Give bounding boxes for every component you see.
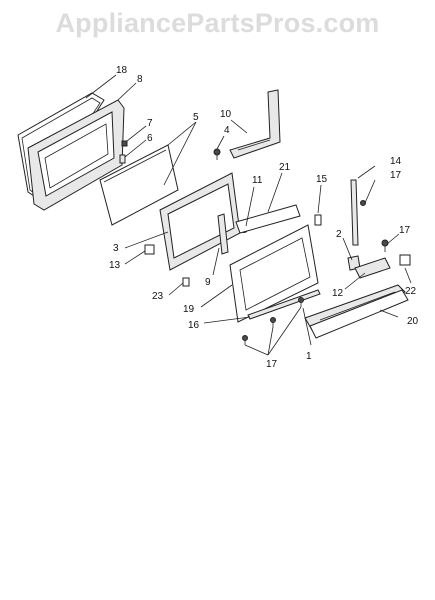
- part-17-screw-bottom-mid[interactable]: [270, 317, 276, 328]
- part-5-door-glass[interactable]: [99, 144, 179, 226]
- callout-11: 11: [252, 175, 263, 186]
- part-23-clip[interactable]: [182, 277, 190, 287]
- part-14-handle-rod[interactable]: [350, 179, 359, 246]
- part-20-door-handle[interactable]: [304, 284, 409, 339]
- callout-9: 9: [205, 277, 211, 288]
- callout-1: 1: [306, 351, 312, 362]
- callout-15: 15: [316, 174, 328, 185]
- callout-21: 21: [279, 162, 291, 173]
- callout-17-upper: 17: [390, 170, 402, 181]
- callout-5: 5: [193, 112, 199, 123]
- callout-16: 16: [188, 320, 200, 331]
- part-13-label[interactable]: [144, 244, 155, 255]
- leader-lines: [85, 74, 412, 356]
- callout-22: 22: [405, 286, 417, 297]
- part-21-insulation-panel[interactable]: [235, 204, 301, 234]
- callout-14: 14: [390, 156, 402, 167]
- callout-4: 4: [224, 125, 230, 136]
- callout-12: 12: [332, 288, 344, 299]
- part-12-handle-mount[interactable]: [354, 257, 391, 279]
- part-22-label[interactable]: [399, 254, 411, 266]
- part-4-screw[interactable]: [213, 148, 221, 160]
- callout-20: 20: [407, 316, 419, 327]
- callout-23: 23: [152, 291, 164, 302]
- callout-13: 13: [109, 260, 121, 271]
- part-17-screw-bottom-left[interactable]: [242, 335, 248, 346]
- callout-2: 2: [336, 229, 342, 240]
- callout-10: 10: [220, 109, 232, 120]
- callout-6: 6: [147, 133, 153, 144]
- part-9-insulation[interactable]: [217, 213, 229, 255]
- part-17-screw-right[interactable]: [381, 239, 389, 252]
- callout-19: 19: [183, 304, 195, 315]
- part-17-screw-upper[interactable]: [360, 200, 366, 206]
- callout-3: 3: [113, 243, 119, 254]
- callout-17-right: 17: [399, 225, 411, 236]
- part-1-screw[interactable]: [298, 297, 304, 308]
- part-8-inner-door-panel[interactable]: [27, 99, 125, 211]
- callout-18: 18: [116, 65, 128, 76]
- part-7-hinge-screw[interactable]: [121, 140, 128, 147]
- callout-17-bottom: 17: [266, 359, 278, 370]
- part-15-spacer[interactable]: [314, 214, 322, 226]
- callout-8: 8: [137, 74, 143, 85]
- callout-7: 7: [147, 118, 153, 129]
- callout-labels: 18 8 7 6 5 10 4 11 21 15 14 17 3 13 9 2 …: [109, 65, 419, 370]
- part-6-hinge-clip[interactable]: [119, 154, 126, 164]
- part-19-outer-door-panel[interactable]: [229, 224, 319, 323]
- site-watermark: AppliancePartsPros.com: [55, 8, 380, 38]
- part-10-hinge-bracket[interactable]: [229, 89, 281, 159]
